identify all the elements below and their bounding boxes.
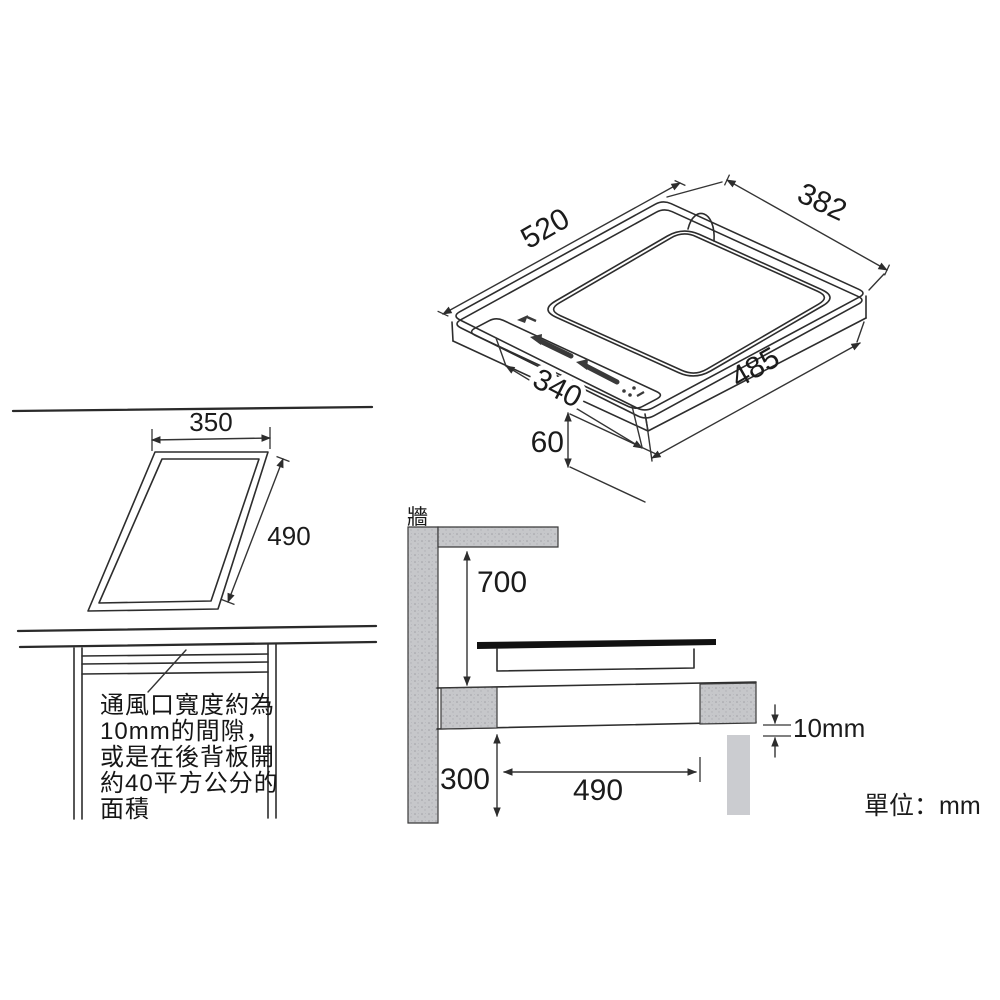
iso-view-group: 520 382 485 340 60 [437, 174, 891, 503]
iso-dim-520-label: 520 [515, 202, 575, 256]
cooktop-panel-outline [455, 201, 864, 411]
iso-dim-60-proj-bottom [569, 466, 646, 503]
vent-note-line-4: 約40平方公分的 [100, 770, 279, 797]
iso-dim-60-label: 60 [531, 426, 564, 459]
iso-dim-340-line [505, 365, 643, 449]
cabinet-front-group: 通風口寬度約為 10mm的間隙， 或是在後背板開 約40平方公分的 面積 [16, 624, 378, 823]
cutout-dim-490-label: 490 [267, 521, 310, 551]
wall-section [407, 526, 439, 824]
vent-gap-line-3 [81, 671, 269, 675]
back-panel-section [727, 735, 750, 815]
counter-section-right [699, 682, 757, 725]
iso-dim-382-ext-left [666, 181, 723, 198]
vent-note-line-5: 面積 [100, 796, 150, 823]
countertop-back-edge [11, 405, 374, 413]
counter-front-top-line [16, 624, 378, 633]
power-icon [517, 315, 537, 323]
glass-ring-outer [547, 230, 831, 377]
cooktop-glass-side [477, 639, 716, 649]
unit-label: 單位：mm [864, 792, 981, 820]
iso-dim-382-ext-right [868, 273, 885, 291]
iso-dim-520-line [442, 182, 681, 315]
side-dim-10mm-label: 10mm [793, 713, 865, 743]
fan-dots-icon [622, 386, 645, 397]
control-slider-1 [530, 334, 574, 359]
vent-gap-line-1 [81, 653, 269, 657]
iso-dim-382-line [726, 179, 888, 271]
iso-dim-340-label: 340 [528, 362, 588, 414]
counter-front-bottom-line [18, 640, 378, 649]
iso-dim-520-tick-right [674, 179, 686, 187]
vent-note-line-1: 通風口寬度約為 [100, 692, 275, 719]
wall-label: 牆 [407, 506, 428, 529]
side-dim-300-label: 300 [440, 763, 490, 796]
vent-note-line-3: 或是在後背板開 [100, 744, 275, 771]
vent-note-line-2: 10mm的間隙， [100, 718, 271, 745]
iso-dim-382-tick-right [883, 264, 891, 276]
side-view-group: 牆 700 10mm 300 490 單位：mm [407, 506, 981, 824]
iso-dim-485-line [651, 342, 861, 459]
vent-note-text: 通風口寬度約為 10mm的間隙， 或是在後背板開 約40平方公分的 面積 [100, 692, 279, 823]
iso-dim-520-tick-left [437, 310, 449, 317]
shelf-section [437, 526, 559, 548]
iso-dim-340-ext-bottom [631, 405, 643, 448]
iso-dim-485-ext-right [856, 321, 865, 343]
side-dim-490-label: 490 [573, 774, 623, 807]
counter-section-left [440, 686, 498, 730]
side-dim-700-label: 700 [477, 566, 527, 599]
cutout-hole-inner [98, 458, 260, 604]
cutout-dim-490-tick-bottom [221, 598, 235, 606]
cooktop-body-side [496, 648, 695, 672]
ring-notch [687, 212, 715, 242]
cutout-dim-490-line [227, 458, 284, 603]
iso-dim-382-label: 382 [792, 177, 851, 228]
iso-dim-340-ext-top [495, 337, 507, 367]
iso-dim-485-ext-left [645, 417, 653, 462]
vent-note-leader-line [147, 649, 187, 693]
iso-dim-60-proj-top [569, 413, 657, 455]
cutout-dim-350-label: 350 [189, 407, 232, 437]
iso-dim-382-tick-left [723, 174, 731, 186]
cutout-dim-490-tick-top [276, 455, 290, 463]
cutout-dim-350-line [151, 434, 271, 444]
cutout-view-group: 350 490 [11, 405, 374, 612]
cutout-hole-outer [87, 451, 269, 612]
cooktop-body-corner-left [451, 321, 454, 342]
